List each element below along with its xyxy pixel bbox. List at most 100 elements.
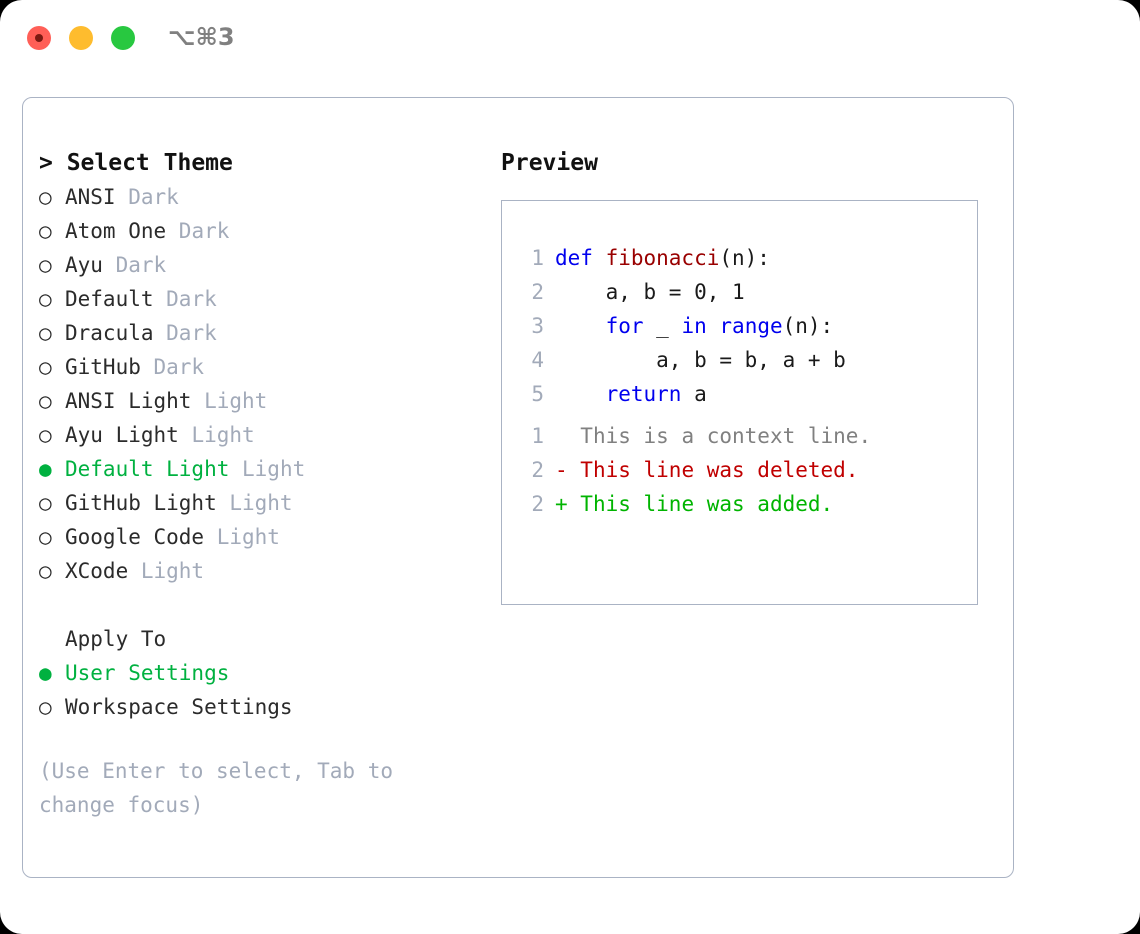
apply-to-option-user-settings[interactable]: ●User Settings <box>39 656 489 690</box>
theme-kind-badge: Dark <box>102 253 167 277</box>
keyboard-shortcut-label: ⌥⌘3 <box>168 23 235 51</box>
diff-line: 2 + This line was added. <box>516 487 871 521</box>
theme-option-label: GitHub <box>65 355 141 379</box>
theme-option-list: ○ ANSI Dark ○ Atom One Dark ○ Ayu Dark ○ Defaul… <box>39 180 489 588</box>
theme-kind-badge: Dark <box>153 287 217 311</box>
theme-kind-badge: Light <box>191 389 268 413</box>
line-number: 4 <box>531 348 544 372</box>
theme-option-github-light[interactable]: ○ GitHub Light Light <box>39 486 489 520</box>
theme-kind-badge: Dark <box>115 185 179 209</box>
code-line: 2 a, b = 0, 1 <box>516 275 846 309</box>
minimize-window-icon[interactable] <box>69 26 93 50</box>
theme-option-label: Dracula <box>65 321 154 345</box>
theme-option-dracula[interactable]: ○ Dracula Dark <box>39 316 489 350</box>
maximize-window-icon[interactable] <box>111 26 135 50</box>
theme-option-xcode[interactable]: ○ XCode Light <box>39 554 489 588</box>
keyboard-hint-text: (Use Enter to select, Tab to change focu… <box>39 759 394 817</box>
diff-preview: 1 This is a context line.2 - This line w… <box>516 419 871 521</box>
theme-kind-badge: Light <box>204 525 280 549</box>
theme-option-ansi-light[interactable]: ○ ANSI Light Light <box>39 384 489 418</box>
code-token: _ <box>643 314 682 338</box>
radio-unselected-icon: ○ <box>39 559 52 583</box>
line-number: 1 <box>531 424 544 448</box>
code-token: a, b = b, a + b <box>555 348 846 372</box>
theme-kind-badge: Dark <box>140 355 205 379</box>
theme-option-ansi[interactable]: ○ ANSI Dark <box>39 180 489 214</box>
theme-option-ayu[interactable]: ○ Ayu Dark <box>39 248 489 282</box>
code-token: (n): <box>719 246 770 270</box>
gutter-gap <box>544 487 555 521</box>
line-number: 2 <box>531 280 544 304</box>
preview-title: Preview <box>501 150 598 176</box>
radio-unselected-icon: ○ <box>39 321 52 345</box>
theme-option-label: GitHub Light <box>65 491 217 515</box>
theme-option-label: Atom One <box>65 219 167 243</box>
theme-option-atom-one[interactable]: ○ Atom One Dark <box>39 214 489 248</box>
radio-selected-icon: ● <box>39 661 52 685</box>
diff-text: This line was added. <box>567 492 834 516</box>
line-number: 2 <box>531 492 544 516</box>
code-token <box>555 314 606 338</box>
radio-unselected-icon: ○ <box>39 491 52 515</box>
theme-selector-column: > Select Theme ○ANSI Dark○Atom One Dark○… <box>39 146 489 822</box>
content-panel: > Select Theme ○ANSI Dark○Atom One Dark○… <box>22 97 1014 878</box>
apply-to-option-label: Workspace Settings <box>65 695 293 719</box>
theme-kind-badge: Dark <box>166 219 230 243</box>
code-token: for <box>605 314 644 338</box>
radio-unselected-icon: ○ <box>39 423 52 447</box>
code-line: 3 for _ in range(n): <box>516 309 846 343</box>
radio-unselected-icon: ○ <box>39 525 52 549</box>
close-window-icon[interactable] <box>27 26 51 50</box>
code-token: def <box>555 246 606 270</box>
radio-unselected-icon: ○ <box>39 219 52 243</box>
diff-sign <box>555 424 568 448</box>
code-line: 4 a, b = b, a + b <box>516 343 846 377</box>
traffic-lights <box>27 26 135 50</box>
diff-line: 2 - This line was deleted. <box>516 453 871 487</box>
diff-text: This is a context line. <box>567 424 872 448</box>
line-number: 2 <box>531 458 544 482</box>
select-theme-header: > Select Theme <box>39 150 233 176</box>
titlebar: ⌥⌘3 <box>0 0 1140 78</box>
radio-unselected-icon: ○ <box>39 389 52 413</box>
theme-kind-badge: Dark <box>153 321 217 345</box>
diff-line: 1 This is a context line. <box>516 419 871 453</box>
theme-option-ayu-light[interactable]: ○Ayu Light Light <box>39 418 489 452</box>
theme-option-google-code[interactable]: ○ Google Code Light <box>39 520 489 554</box>
theme-option-label: XCode <box>65 559 129 583</box>
code-token: a, b = 0, 1 <box>555 280 745 304</box>
list-spacer <box>39 588 489 622</box>
apply-to-label: Apply To <box>65 627 167 651</box>
diff-sign: + <box>555 492 568 516</box>
code-token <box>555 382 606 406</box>
theme-option-github[interactable]: ○GitHub Dark <box>39 350 489 384</box>
code-token: in <box>681 314 707 338</box>
theme-option-default[interactable]: ○ Default Dark <box>39 282 489 316</box>
theme-option-label: Ayu Light <box>65 423 179 447</box>
theme-kind-badge: Light <box>128 559 205 583</box>
radio-unselected-icon: ○ <box>39 253 52 277</box>
radio-unselected-icon: ○ <box>39 695 52 719</box>
theme-option-label: Default <box>65 287 154 311</box>
radio-selected-icon: ● <box>39 457 52 481</box>
theme-option-default-light[interactable]: ●Default Light Light <box>39 452 489 486</box>
diff-sign: - <box>555 458 568 482</box>
theme-kind-badge: Light <box>216 491 293 515</box>
code-line: 5 return a <box>516 377 846 411</box>
line-number: 5 <box>531 382 544 406</box>
code-token: range <box>719 314 783 338</box>
gutter-gap <box>544 453 555 487</box>
code-token: return <box>605 382 682 406</box>
gutter-gap <box>544 419 555 453</box>
radio-unselected-icon: ○ <box>39 287 52 311</box>
code-token: (n): <box>782 314 834 338</box>
apply-to-option-workspace-settings[interactable]: ○ Workspace Settings <box>39 690 489 724</box>
theme-option-label: ANSI <box>65 185 116 209</box>
code-token: a <box>681 382 707 406</box>
theme-option-label: ANSI Light <box>65 389 192 413</box>
radio-unselected-icon: ○ <box>39 185 52 209</box>
apply-to-option-list: ●User Settings ○ Workspace Settings <box>39 656 489 724</box>
theme-option-label: Google Code <box>65 525 205 549</box>
theme-option-label: Ayu <box>65 253 103 277</box>
